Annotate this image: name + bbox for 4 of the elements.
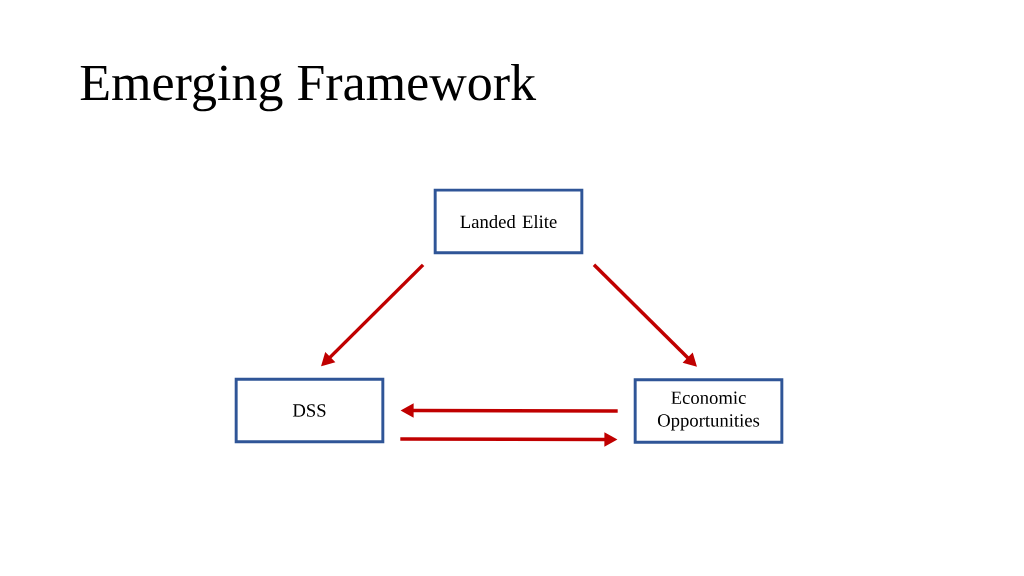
title: Emerging Framework: [80, 63, 537, 112]
process-box: Economic Opportunities: [633, 378, 784, 444]
process-box: Landed Elite: [433, 188, 584, 255]
process-box: DSS: [234, 377, 385, 444]
